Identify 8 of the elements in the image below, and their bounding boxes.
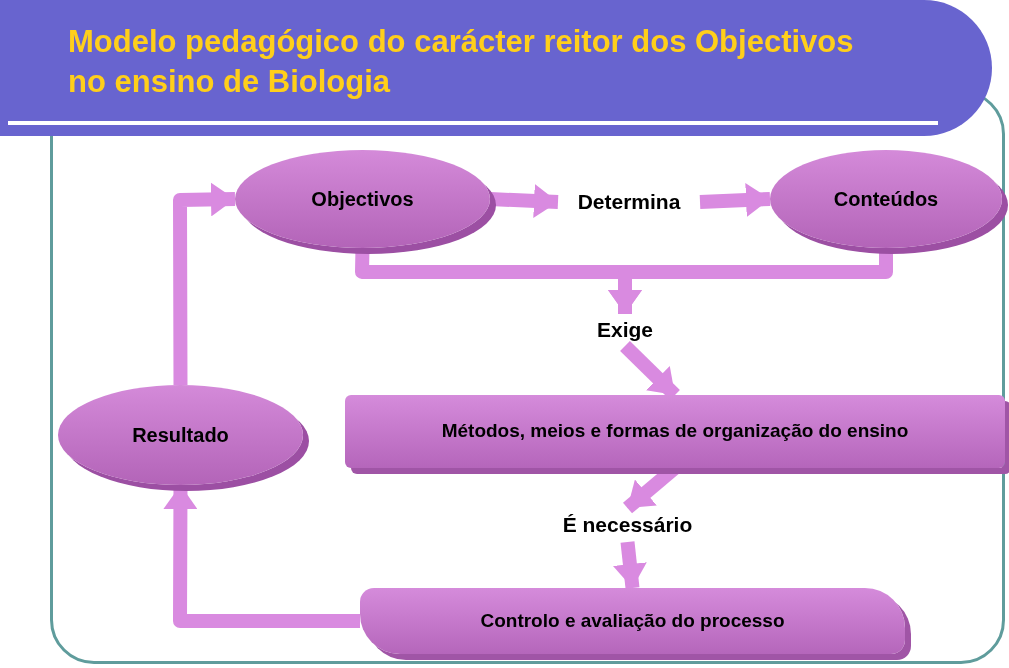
flow-label: É necessário [540, 508, 715, 542]
block-arrow [489, 183, 559, 218]
block-arrow [613, 541, 647, 589]
block-arrow [173, 182, 236, 386]
block-arrow [699, 183, 771, 217]
flow-label: Exige [585, 314, 665, 346]
flow-label: Determina [558, 184, 700, 220]
title: Modelo pedagógico do carácter reitor dos Objectivos no ensino de Biologia [68, 23, 855, 101]
